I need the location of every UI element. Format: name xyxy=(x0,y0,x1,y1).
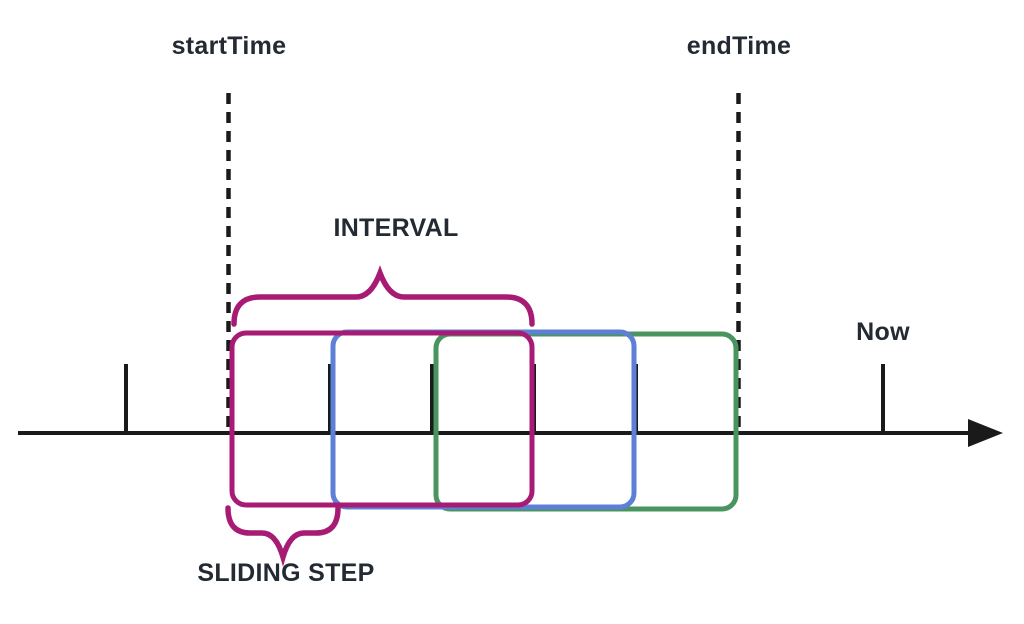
interval-label: INTERVAL xyxy=(333,214,459,242)
interval-brace xyxy=(231,265,535,327)
window-rect-3 xyxy=(433,331,739,512)
window-rect-2 xyxy=(330,329,637,510)
sliding-step-brace xyxy=(225,505,341,567)
axis-arrowhead-icon xyxy=(968,419,1003,447)
sliding-step-label: SLIDING STEP xyxy=(197,559,375,587)
start-time-label: startTime xyxy=(171,32,287,60)
now-label: Now xyxy=(856,318,910,346)
window-rect-1 xyxy=(229,330,535,508)
end-time-label: endTime xyxy=(686,32,792,60)
